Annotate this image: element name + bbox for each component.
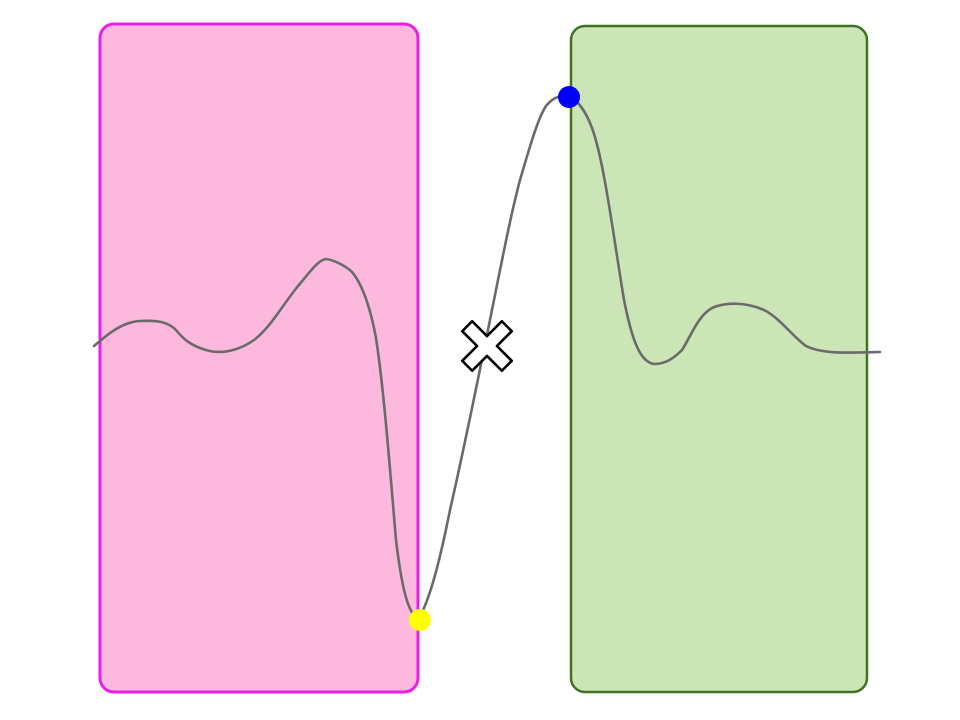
cross-shape: [460, 319, 514, 373]
left-panel[interactable]: [98, 22, 420, 694]
blue-dot-marker[interactable]: [558, 86, 580, 108]
wave-curve: [92, 94, 882, 622]
yellow-dot-marker[interactable]: [409, 609, 431, 631]
right-panel[interactable]: [569, 24, 869, 694]
cross-icon[interactable]: [447, 306, 526, 385]
